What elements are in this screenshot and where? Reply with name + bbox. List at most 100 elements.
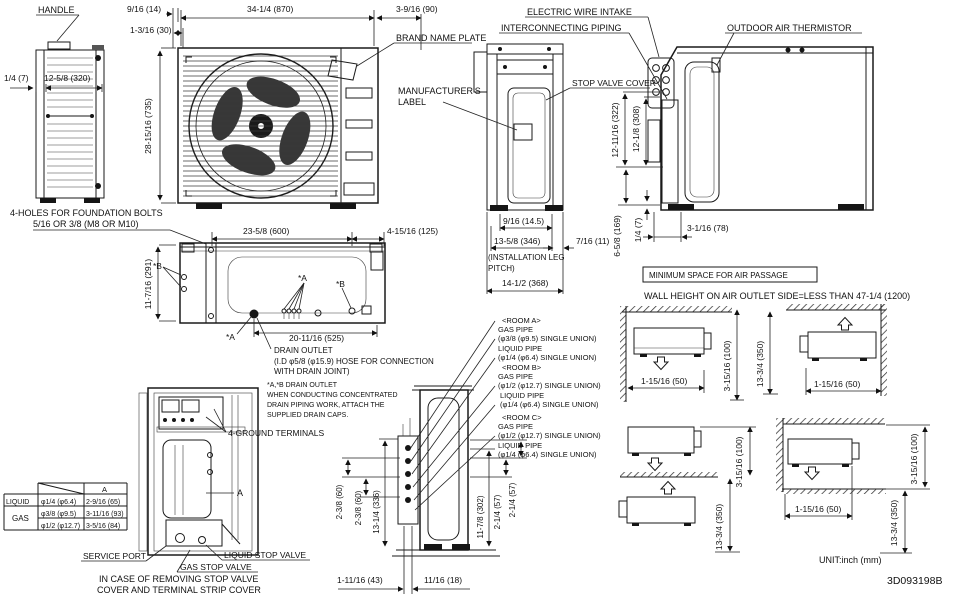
stop-valve-cover-label: STOP VALVE COVER: [572, 78, 656, 88]
view-piping-side: [473, 43, 564, 211]
dim-125-label: 4-15/16 (125): [387, 226, 438, 236]
min-space-title: MINIMUM SPACE FOR AIR PASSAGE: [649, 271, 788, 280]
drain-outlet-line3: WITH DRAIN JOINT): [274, 367, 350, 376]
installation-leg-line2: PITCH): [488, 264, 515, 273]
table-cell: φ3/8 (φ9.5): [41, 511, 76, 518]
fan-icon: [211, 76, 311, 176]
top-fixture: [92, 45, 104, 50]
liquid-pipe-label: LIQUID PIPE: [498, 344, 542, 353]
ground-terminals-label: 4-GROUND TERMINALS: [228, 428, 325, 438]
air-diagram-top-left: [620, 306, 744, 402]
electric-wire-intake-label: ELECTRIC WIRE INTAKE: [527, 7, 632, 17]
dim-57b-label: 2-1/4 (57): [508, 482, 517, 517]
room-c-gas-spec: (φ1/2 (φ12.7) SINGLE UNION): [498, 431, 601, 440]
valve-plate: [397, 435, 419, 525]
room-a-title: <ROOM A>: [502, 316, 541, 325]
pipe-size-table: A LIQUID φ1/4 (φ6.4) 2-9/16 (65) GAS φ3/…: [3, 482, 128, 531]
dim-169-label: 6-5/8 (169): [612, 215, 622, 257]
drain-outlet-line1: DRAIN OUTLET: [274, 346, 333, 355]
airflow-down-arrow-icon: [803, 466, 821, 481]
drain-note-line2: WHEN CONDUCTING CONCENTRATED: [267, 392, 398, 399]
airflow-down-arrow-icon: [652, 356, 670, 371]
callout-a2-label: *A: [226, 332, 235, 342]
dim-302-label: 11-7/8 (302): [476, 495, 485, 538]
section-a-label: A: [237, 488, 243, 498]
stop-valve-cover-panel: [507, 87, 551, 204]
dim-60b-label: 2-3/8 (60): [354, 490, 363, 525]
drain-note-line4: SUPPLIED DRAIN CAPS.: [267, 412, 348, 419]
removal-note-line1: IN CASE OF REMOVING STOP VALVE: [99, 574, 258, 584]
interconnecting-piping-label: INTERCONNECTING PIPING: [501, 23, 622, 33]
table-cell: 2-9/16 (65): [86, 499, 120, 506]
view-right-side: [647, 46, 874, 211]
gas-stop-valve-label: GAS STOP VALVE: [180, 562, 252, 572]
drain-outlet-dot: [249, 309, 259, 319]
wall-height-note: WALL HEIGHT ON AIR OUTLET SIDE=LESS THAN…: [644, 291, 910, 301]
room-piping-callouts: <ROOM A> GAS PIPE (φ3/8 (φ9.5) SINGLE UN…: [498, 316, 601, 459]
callout-a1-label: *A: [298, 273, 307, 283]
dim-600-label: 23-5/8 (600): [243, 226, 289, 236]
dim-50-label: 1-15/16 (50): [814, 379, 860, 389]
dim-50-label: 1-15/16 (50): [795, 504, 841, 514]
dim-525-label: 20-11/16 (525): [289, 333, 344, 343]
airflow-down-arrow-icon: [646, 457, 664, 472]
brand-name-plate-label: BRAND NAME PLATE: [396, 33, 486, 43]
text-labels: HANDLE 1/4 (7) 12-5/8 (320) 9/16 (14) 1-…: [4, 4, 942, 595]
room-c-title: <ROOM C>: [502, 413, 542, 422]
dim-18-label: 11/16 (18): [424, 575, 462, 585]
drain-outlet-line2: (I.D φ5/8 (φ15.9) HOSE FOR CONNECTION: [274, 357, 434, 366]
leader-lines: [33, 14, 862, 573]
removal-note-line2: COVER AND TERMINAL STRIP COVER: [97, 585, 261, 595]
stop-valve-assembly: [165, 519, 223, 547]
dim-870-label: 34-1/4 (870): [247, 4, 293, 14]
dim-7b-label: 1/4 (7): [633, 218, 643, 243]
view-left-side: [35, 41, 105, 203]
dim-78-label: 3-1/16 (78): [687, 223, 729, 233]
callout-b2-label: *B: [336, 279, 345, 289]
dim-100-label: 3-15/16 (100): [734, 436, 744, 487]
table-row-gas: GAS: [12, 514, 29, 523]
gas-pipe-label: GAS PIPE: [498, 372, 533, 381]
view-front: [177, 47, 379, 209]
electric-wire-intake-bracket: [647, 57, 675, 109]
room-b-title: <ROOM B>: [502, 363, 542, 372]
installation-leg-line1: (INSTALLATION LEG: [488, 253, 565, 262]
dim-100-label: 3-15/16 (100): [722, 340, 732, 391]
dim-57a-label: 2-1/4 (57): [493, 494, 502, 529]
view-top: [179, 242, 386, 324]
liquid-stop-valve-label: LIQUID STOP VALVE: [224, 550, 306, 560]
table-cell: 3-5/16 (84): [86, 523, 120, 530]
table-cell: 3-11/16 (93): [86, 511, 124, 518]
air-passage-section: MINIMUM SPACE FOR AIR PASSAGE WALL HEIGH…: [618, 266, 930, 554]
manufacturers-label-line1: MANUFACTURER'S: [398, 86, 481, 96]
terminal-strip: [158, 396, 224, 430]
air-diagram-bottom-right: [776, 418, 930, 554]
room-leader-lines: [409, 320, 496, 511]
dim-50-label: 1-15/16 (50): [641, 376, 687, 386]
callout-b1-label: *B: [153, 261, 162, 271]
brand-plate: [327, 59, 358, 81]
air-diagram-bottom-left: [618, 426, 756, 553]
dim-90-label: 3-9/16 (90): [396, 4, 438, 14]
dim-60a-label: 2-3/8 (60): [335, 484, 344, 519]
manufacturers-label-line2: LABEL: [398, 97, 426, 107]
dim-14-label: 9/16 (14): [127, 4, 161, 14]
dim-100-label: 3-15/16 (100): [909, 433, 919, 484]
airflow-up-arrow-icon: [836, 316, 854, 331]
foundation-bolts-line2: 5/16 OR 3/8 (M8 OR M10): [33, 219, 139, 229]
handle-label: HANDLE: [38, 5, 75, 15]
drawing-number-label: 3D093198B: [887, 575, 942, 587]
dim-30-label: 1-3/16 (30): [130, 25, 172, 35]
liquid-pipe-label: LIQUID PIPE: [498, 441, 542, 450]
manufacturers-label-plate: [513, 123, 533, 141]
dim-43-label: 1-11/16 (43): [337, 575, 383, 585]
drain-note-line1: *A,*B DRAIN OUTLET: [267, 382, 338, 389]
dim-350-label: 13-3/4 (350): [714, 504, 724, 550]
outdoor-air-thermistor-label: OUTDOOR AIR THERMISTOR: [727, 23, 852, 33]
room-b-gas-spec: (φ1/2 (φ12.7) SINGLE UNION): [498, 381, 601, 390]
dim-320-label: 12-5/8 (320): [44, 73, 90, 83]
liquid-spec: (φ1/4 (φ6.4) SINGLE UNION): [498, 353, 597, 362]
drain-note-line3: DRAIN PIPING WORK, ATTACH THE: [267, 402, 385, 409]
outdoor-air-thermistor-part: [711, 57, 721, 73]
